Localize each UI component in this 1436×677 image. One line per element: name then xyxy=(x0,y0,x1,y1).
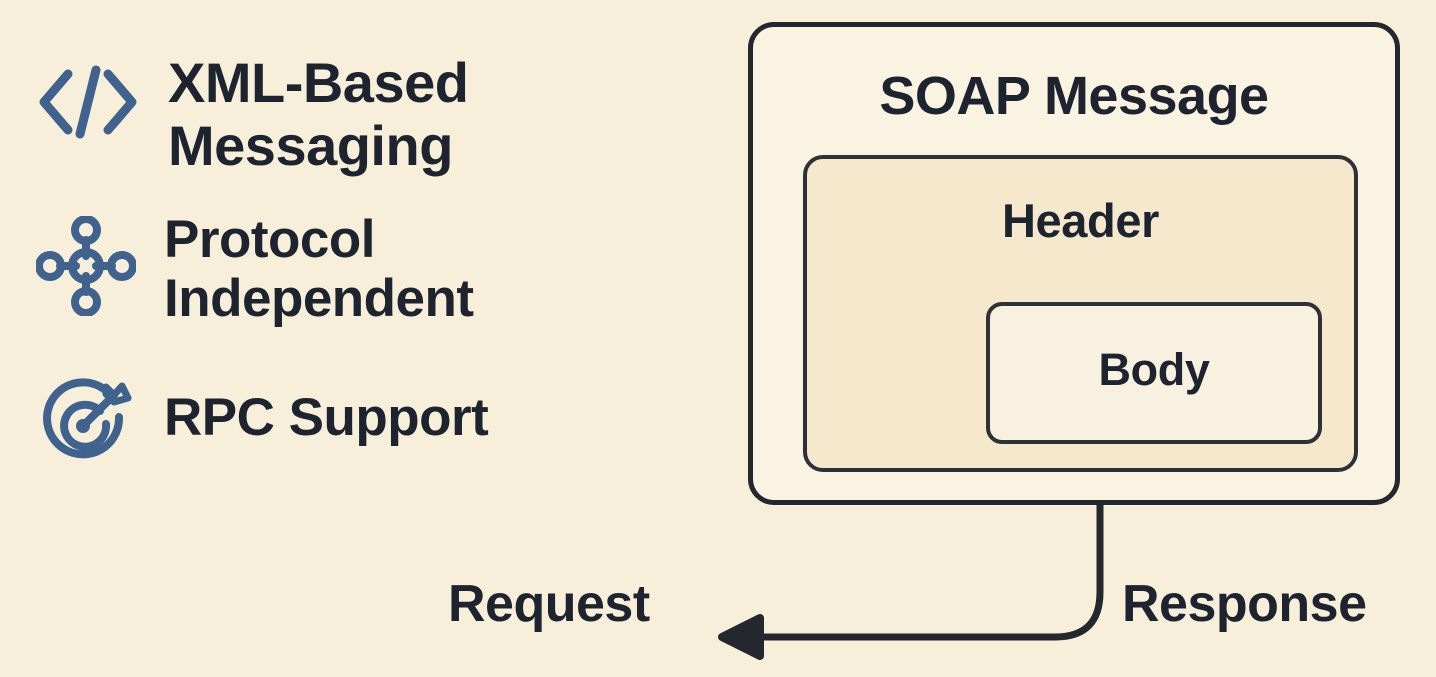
feature-item-xml-based-messaging: XML-Based Messaging xyxy=(36,51,469,177)
soap-body-title: Body xyxy=(1098,344,1210,395)
feature-list: XML-Based Messaging Protocol Independent xyxy=(0,0,700,510)
soap-message-title: SOAP Message xyxy=(879,66,1269,126)
request-label: Request xyxy=(448,575,650,633)
soap-message-box: SOAP Message Header Body xyxy=(748,22,1400,505)
soap-header-title: Header xyxy=(1002,194,1159,247)
feature-label: XML-Based Messaging xyxy=(168,51,469,177)
feature-label: Protocol Independent xyxy=(164,210,474,329)
feature-item-rpc-support: RPC Support xyxy=(36,368,489,475)
feature-item-protocol-independent: Protocol Independent xyxy=(35,210,474,329)
feature-label: RPC Support xyxy=(164,388,489,447)
code-brackets-icon xyxy=(36,62,140,147)
soap-body-box: Body xyxy=(986,302,1322,444)
target-arrow-icon xyxy=(36,370,136,475)
network-hub-icon xyxy=(35,215,137,321)
soap-header-box: Header Body xyxy=(803,155,1358,472)
response-label: Response xyxy=(1122,575,1367,633)
